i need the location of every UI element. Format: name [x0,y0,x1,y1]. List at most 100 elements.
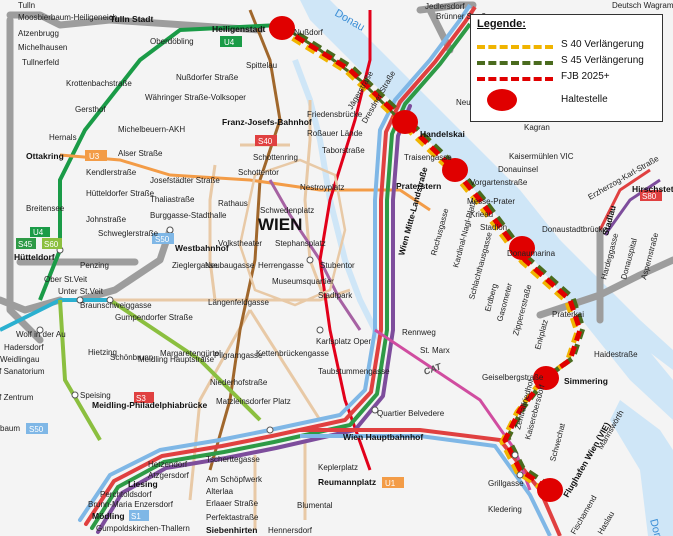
label-sanatorium: Purkersdorf Sanatorium [0,367,45,376]
legend-item-haltestelle: Haltestelle [477,94,661,108]
label-grillgasse: Grillgasse [488,479,524,488]
label-spittelau: Spittelau [246,61,277,70]
label-taborstrasse: Taborstraße [322,146,365,155]
badge-westbahnhof [152,233,174,244]
badge-reumannplatz: U1 [385,479,396,488]
label-westbahnhof: Westbahnhof [175,243,229,253]
label-am-schoepfwerk: Am Schöpfwerk [206,475,263,484]
stop-marker-heiligenstadt[interactable] [269,16,295,40]
badge-s60: S60 [44,240,59,249]
badge-u4: U4 [33,228,44,237]
label-messe-prater: Messe-Prater [467,197,515,206]
stop-marker-simmering[interactable] [533,366,559,390]
label-johnstrasse: Johnstraße [86,215,127,224]
u3-line [59,153,431,212]
label-handelskai: Handelskai [420,129,465,139]
badge-heiligenstadt-text: U4 [224,38,235,47]
badge-s50: S50 [29,425,44,434]
label-schottentor: Schottentor [238,168,279,177]
label-hirschstetten: Hirschstetten [632,184,673,194]
label-tulln: Tulln [18,1,35,10]
label-kagran: Kagran [524,123,550,132]
label-museumsquartier: Museumsquartier [272,277,334,286]
legend-swatch-s45 [477,61,553,65]
label-schweglerstrasse: Schweglerstraße [98,229,159,238]
label-stephansplatz: Stephansplatz [275,239,326,248]
label-moedling: Mödling [92,511,125,521]
badge-hirschstetten: S80 [642,192,657,201]
label-donaumarina: Donaumarina [507,249,556,258]
badge-s45: S45 [18,240,33,249]
stop-marker-handelskai[interactable] [392,110,418,134]
label-wien-mitte: Wien Mitte-Landstraße [396,166,429,257]
label-gersthof: Gersthof [75,105,106,114]
label-gumpendorfer-strasse: Gumpendorfer Straße [115,313,193,322]
label-hernals: Hernals [49,133,77,142]
label-braunschweiggasse: Braunschweiggasse [80,301,152,310]
stop-marker-vorgartenstrasse[interactable] [442,158,468,182]
label-friedensbruecke: Friedensbrücke [307,110,363,119]
label-nussdorf: Nußdorf [294,28,324,37]
label-geiselbergstrasse: Geiselbergstraße [482,373,544,382]
label-neubaugasse: Neubaugasse [205,261,255,270]
label-wien-hauptbahnhof: Wien Hauptbahnhof [343,432,423,442]
label-tscherttegasse: Tscherttegasse [206,455,260,464]
legend-swatch-fjb [477,77,553,81]
label-baumgarten: baum [0,424,20,433]
label-waehringer-strasse: Währinger Straße-Volksoper [145,93,246,102]
label-penzing: Penzing [80,261,109,270]
label-hennersdorf: Hennersdorf [268,526,313,535]
label-stadtpark: Stadtpark [318,291,353,300]
stop-marker-donaumarina[interactable] [509,236,535,260]
badge-moedling: S1 [131,512,141,521]
label-karlsplatz: Karlsplatz Oper [316,337,371,346]
label-erdberg: Erdberg [483,283,499,313]
label-bruenner-strasse: Brünner Straße [436,12,491,21]
label-aspernstrasse: Aspernstraße [639,231,660,280]
label-donaustadtbruecke: Donaustadtbrücke [542,225,607,234]
label-flughafen: Flughafen Wien (VIE) [561,420,612,499]
label-krieau: Krieau [470,210,493,219]
label-fischamend: Fischamend [569,494,599,536]
label-haidestrasse: Haidestraße [594,350,638,359]
label-traisengasse: Traisengasse [404,153,452,162]
badge-fjb [255,135,277,146]
label-volkstheater: Volkstheater [218,239,262,248]
label-schoenbrunn: Schönbrunn [110,353,153,362]
label-jedlersdorf: Jedlersdorf [425,2,465,11]
label-praterkai: Praterkai [552,310,584,319]
label-speising: Speising [80,391,111,400]
badge-heiligenstadt [220,36,242,47]
label-schwechat: Schwechat [548,422,567,463]
label-matzleinsdorfer-platz: Matzleinsdorfer Platz [216,397,291,406]
label-wolf-in-der-au: Wolf in der Au [16,330,66,339]
legend-item-s40: S 40 Verlängerung [477,39,661,53]
label-herrengasse: Herrengasse [258,261,304,270]
west-lines [0,298,262,442]
label-kaisermuehlen: Kaisermühlen VIC [509,152,574,161]
station-dots [36,226,524,479]
label-niederhofstrasse: Niederhofstraße [210,378,268,387]
label-keplerplatz: Keplerplatz [318,463,358,472]
grey-lines [0,1,673,344]
label-meidling: Meidling-Philadelphiabrücke [92,400,208,410]
label-kledering: Kledering [488,505,522,514]
label-perchtoldsdorf: Perchtoldsdorf [100,490,152,499]
label-nestroyplatz: Nestroyplatz [300,183,344,192]
label-margaretenguertel: Margaretengürtel [160,349,221,358]
badge-ottakring-text: U3 [89,152,100,161]
stop-marker-flughafen[interactable] [537,478,563,502]
label-stubentor: Stubentor [320,261,355,270]
label-franz-josefs-bahnhof: Franz-Josefs-Bahnhof [222,117,312,127]
label-kettenbrueckengasse: Kettenbrückengasse [256,349,329,358]
label-enkplatz: Enkplatz [533,319,550,351]
legend-swatch-s40 [477,45,553,49]
badge-ottakring [85,150,107,161]
label-zentrum: Purkersdorf Zentrum [0,393,34,402]
label-laengenfeldgasse: Längenfeldgasse [208,298,269,307]
label-atzgersdorf: Atzgersdorf [148,471,190,480]
label-huetteldorf: Hütteldorf [14,252,55,262]
legend-item-fjb: FJB 2025+ [477,71,661,85]
label-hadersdorf: Hadersdorf [4,343,44,352]
